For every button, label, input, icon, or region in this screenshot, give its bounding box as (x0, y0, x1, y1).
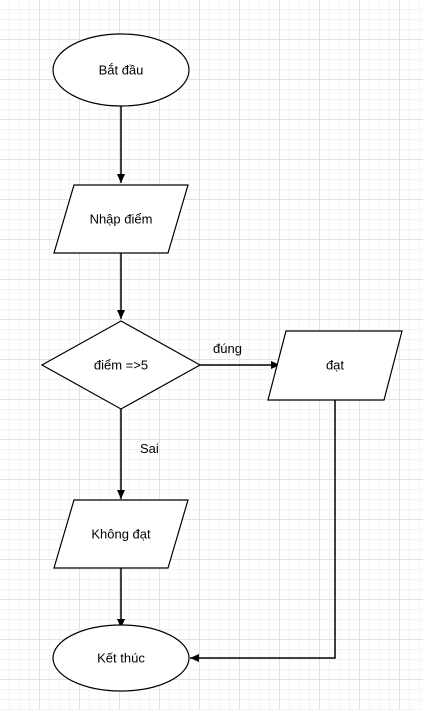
end-node-shape (52, 624, 190, 692)
end-node-label: Kết thúc (97, 651, 145, 666)
pass-node-label: đạt (326, 358, 344, 373)
start-node-shape (52, 33, 190, 107)
decision-node-shape (40, 320, 202, 410)
edge-label-no: Sai (140, 441, 159, 456)
edge-pass-to-end (190, 400, 336, 662)
input-node-label: Nhập điểm (90, 212, 153, 227)
edge-label-yes: đúng (213, 341, 242, 356)
start-node-label: Bắt đầu (99, 63, 144, 78)
pass-node-shape (267, 330, 403, 401)
decision-node-label: điểm =>5 (94, 358, 148, 373)
fail-node-label: Không đạt (91, 527, 151, 542)
fail-node-shape (53, 499, 189, 569)
input-node-shape (53, 184, 189, 254)
